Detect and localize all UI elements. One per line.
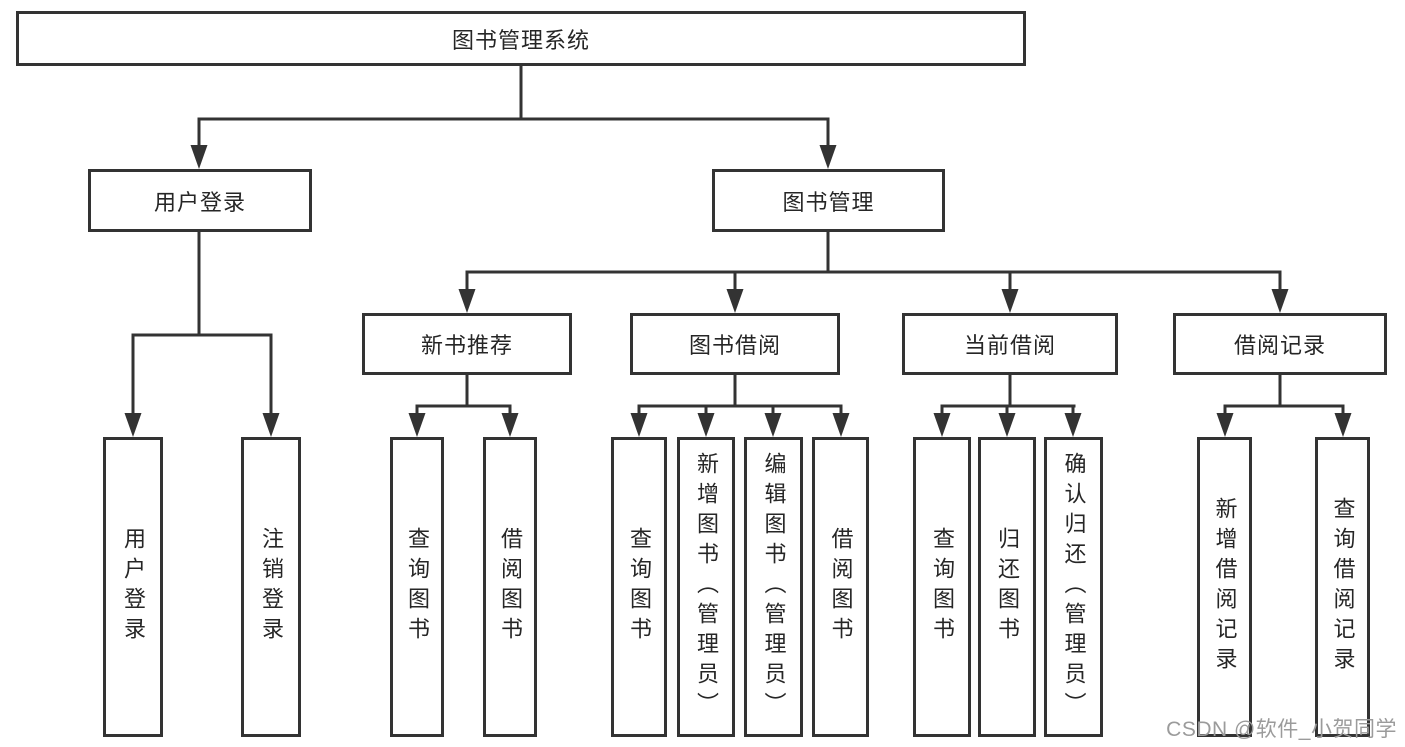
leaf-label: 注销登录: [259, 527, 284, 647]
leaf-label: 编辑图书（管理员）: [761, 452, 787, 722]
leaf-label: 新增图书（管理员）: [694, 452, 719, 722]
leaf-logout-login: 注销登录: [241, 437, 301, 737]
watermark: CSDN @软件_小贺同学: [1166, 718, 1397, 741]
node-book-management: 图书管理: [712, 169, 945, 232]
leaf-label: 查询借阅记录: [1330, 497, 1356, 677]
leaf-label: 新增借阅记录: [1212, 497, 1238, 677]
node-label: 借阅记录: [1233, 333, 1326, 358]
node-current-borrowing: 当前借阅: [902, 313, 1118, 375]
leaf-add-borrow-record: 新增借阅记录: [1197, 437, 1252, 737]
node-label: 图书管理: [782, 189, 875, 215]
node-label: 用户登录: [153, 189, 246, 215]
leaf-user-login: 用户登录: [103, 437, 163, 737]
leaf-borrow-books-2: 借阅图书: [812, 437, 869, 737]
node-new-book-recommendation: 新书推荐: [362, 313, 572, 375]
node-borrowing-records: 借阅记录: [1173, 313, 1387, 375]
leaf-label: 查询图书: [930, 527, 955, 647]
node-label: 当前借阅: [963, 333, 1056, 358]
leaf-return-books: 归还图书: [978, 437, 1036, 737]
leaf-borrow-books-1: 借阅图书: [483, 437, 537, 737]
node-label: 新书推荐: [420, 333, 513, 358]
leaf-add-books-admin: 新增图书（管理员）: [677, 437, 735, 737]
node-library-management-system: 图书管理系统: [16, 11, 1026, 66]
leaf-query-books-3: 查询图书: [913, 437, 971, 737]
leaf-label: 查询图书: [627, 527, 652, 647]
node-label: 图书借阅: [688, 333, 781, 358]
leaf-query-borrow-record: 查询借阅记录: [1315, 437, 1370, 737]
node-label: 图书管理系统: [451, 27, 590, 53]
leaf-label: 借阅图书: [498, 527, 523, 647]
leaf-edit-books-admin: 编辑图书（管理员）: [744, 437, 803, 737]
leaf-label: 查询图书: [405, 527, 430, 647]
leaf-query-books-2: 查询图书: [611, 437, 667, 737]
leaf-label: 确认归还（管理员）: [1061, 452, 1087, 722]
leaf-confirm-return-admin: 确认归还（管理员）: [1044, 437, 1103, 737]
leaf-label: 归还图书: [995, 527, 1020, 647]
node-book-borrowing: 图书借阅: [630, 313, 840, 375]
node-user-login: 用户登录: [88, 169, 312, 232]
leaf-label: 用户登录: [121, 527, 146, 647]
leaf-query-books-1: 查询图书: [390, 437, 444, 737]
leaf-label: 借阅图书: [828, 527, 854, 647]
